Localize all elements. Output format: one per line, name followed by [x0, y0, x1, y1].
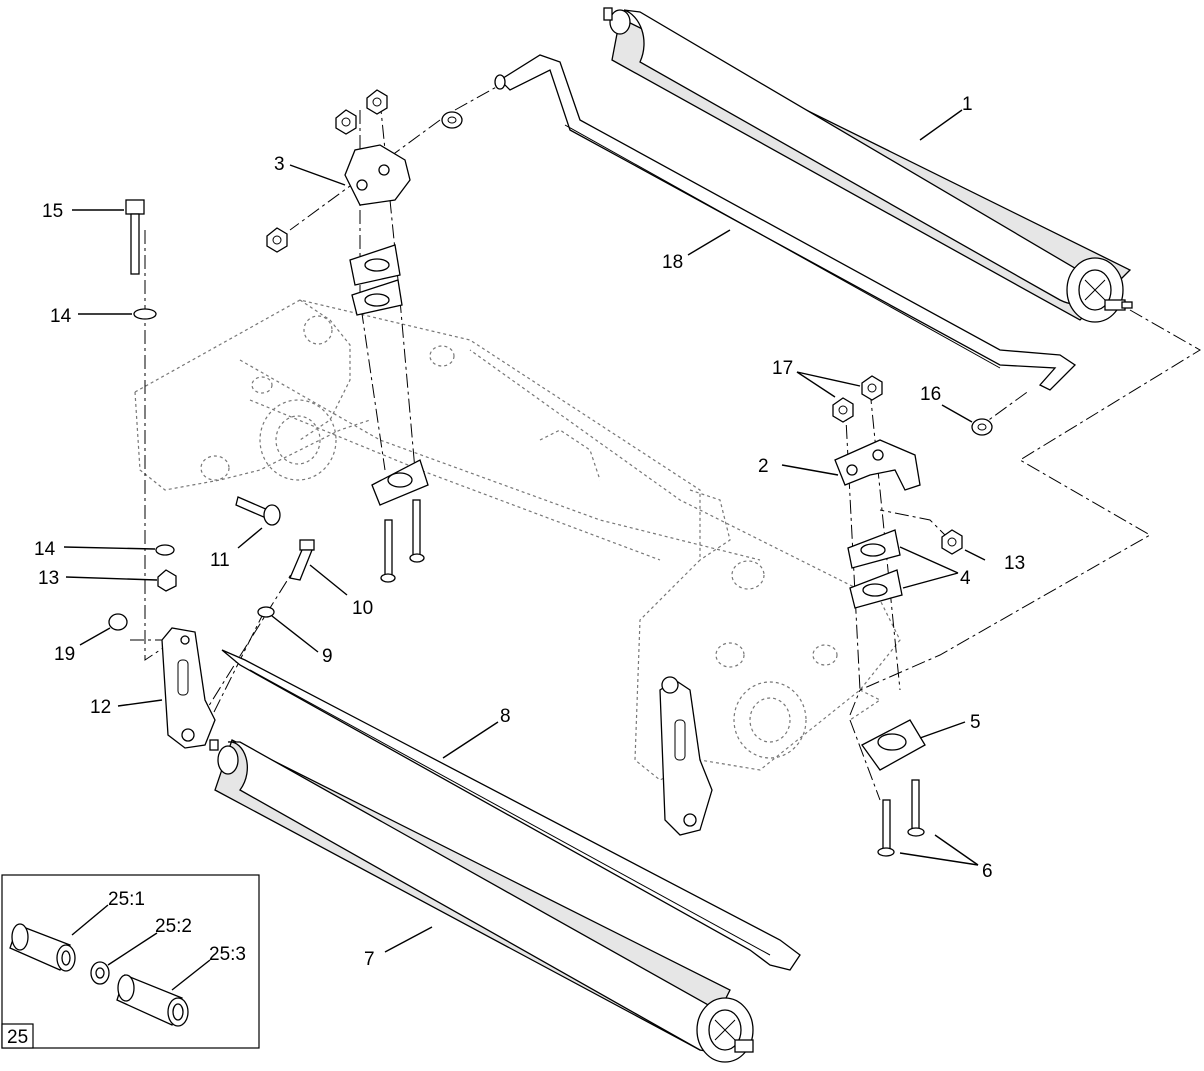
callout-25-2: 25:2: [155, 916, 192, 937]
washer-25-2: [90, 961, 110, 985]
inset-kit-25: 25 25:1 25:2 25:3: [1, 874, 260, 1049]
roller-bottom: [209, 739, 754, 1063]
bolt-15-stack: [108, 199, 177, 631]
callout-12: 12: [90, 697, 111, 718]
callout-16: 16: [920, 384, 941, 405]
callout-9: 9: [322, 646, 333, 667]
callout-13-left: 13: [38, 568, 59, 589]
callout-4: 4: [960, 568, 971, 589]
bracket-3-assembly: [266, 89, 463, 583]
callout-1: 1: [962, 94, 973, 115]
callout-10: 10: [352, 598, 373, 619]
scraper-rod-top: [494, 54, 1077, 391]
callout-11: 11: [210, 550, 230, 571]
pin-11: [235, 496, 281, 526]
callout-5: 5: [970, 712, 981, 733]
scraper-bar-bottom: [221, 649, 801, 971]
bushing-25-1: [9, 923, 76, 972]
callout-3: 3: [274, 154, 285, 175]
callout-17: 17: [772, 358, 793, 379]
callout-8: 8: [500, 706, 511, 727]
bushing-25-3: [116, 974, 189, 1027]
callout-labels: 1 3 15 14 18 17 16 2 13 4 14 11 13 10 19…: [34, 94, 1025, 970]
callout-7: 7: [364, 949, 375, 970]
adjuster-plate-12: [161, 627, 216, 749]
callout-14-top: 14: [50, 306, 72, 327]
callout-25-3: 25:3: [209, 944, 246, 965]
callout-14-bottom: 14: [34, 539, 56, 560]
callout-6: 6: [982, 861, 993, 882]
right-bracket-assembly: [659, 375, 993, 857]
inset-label: 25: [7, 1027, 28, 1048]
roller-top: [603, 7, 1133, 323]
callout-15: 15: [42, 201, 63, 222]
callout-13-right: 13: [1004, 553, 1025, 574]
callout-25-1: 25:1: [108, 889, 145, 910]
leader-lines: [63, 109, 986, 953]
callout-2: 2: [758, 456, 769, 477]
callout-18: 18: [662, 252, 683, 273]
callout-19: 19: [54, 644, 75, 665]
bolt-10: [257, 539, 315, 618]
